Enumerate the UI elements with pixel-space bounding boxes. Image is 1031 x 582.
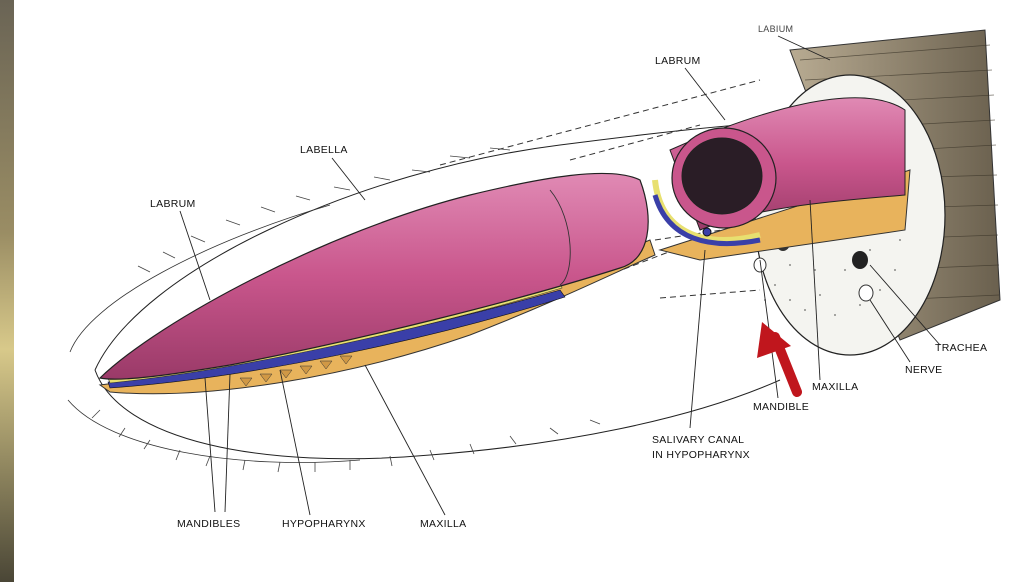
label-salivary-canal: SALIVARY CANAL: [652, 434, 744, 446]
label-maxilla-right: MAXILLA: [812, 381, 858, 393]
label-labrum-top: LABRUM: [655, 55, 701, 67]
trachea-hole: [852, 251, 868, 269]
nerve-hole: [859, 285, 873, 301]
label-labium: LABIUM: [758, 24, 793, 34]
label-hypopharynx: HYPOPHARYNX: [282, 518, 366, 530]
label-maxilla-bottom: MAXILLA: [420, 518, 466, 530]
label-labrum-left: LABRUM: [150, 198, 196, 210]
label-mandibles: MANDIBLES: [177, 518, 240, 530]
label-in-hypopharynx: IN HYPOPHARYNX: [652, 449, 750, 461]
label-nerve: NERVE: [905, 364, 943, 376]
label-labella: LABELLA: [300, 144, 348, 156]
label-trachea: TRACHEA: [935, 342, 987, 354]
label-mandible: MANDIBLE: [753, 401, 809, 413]
